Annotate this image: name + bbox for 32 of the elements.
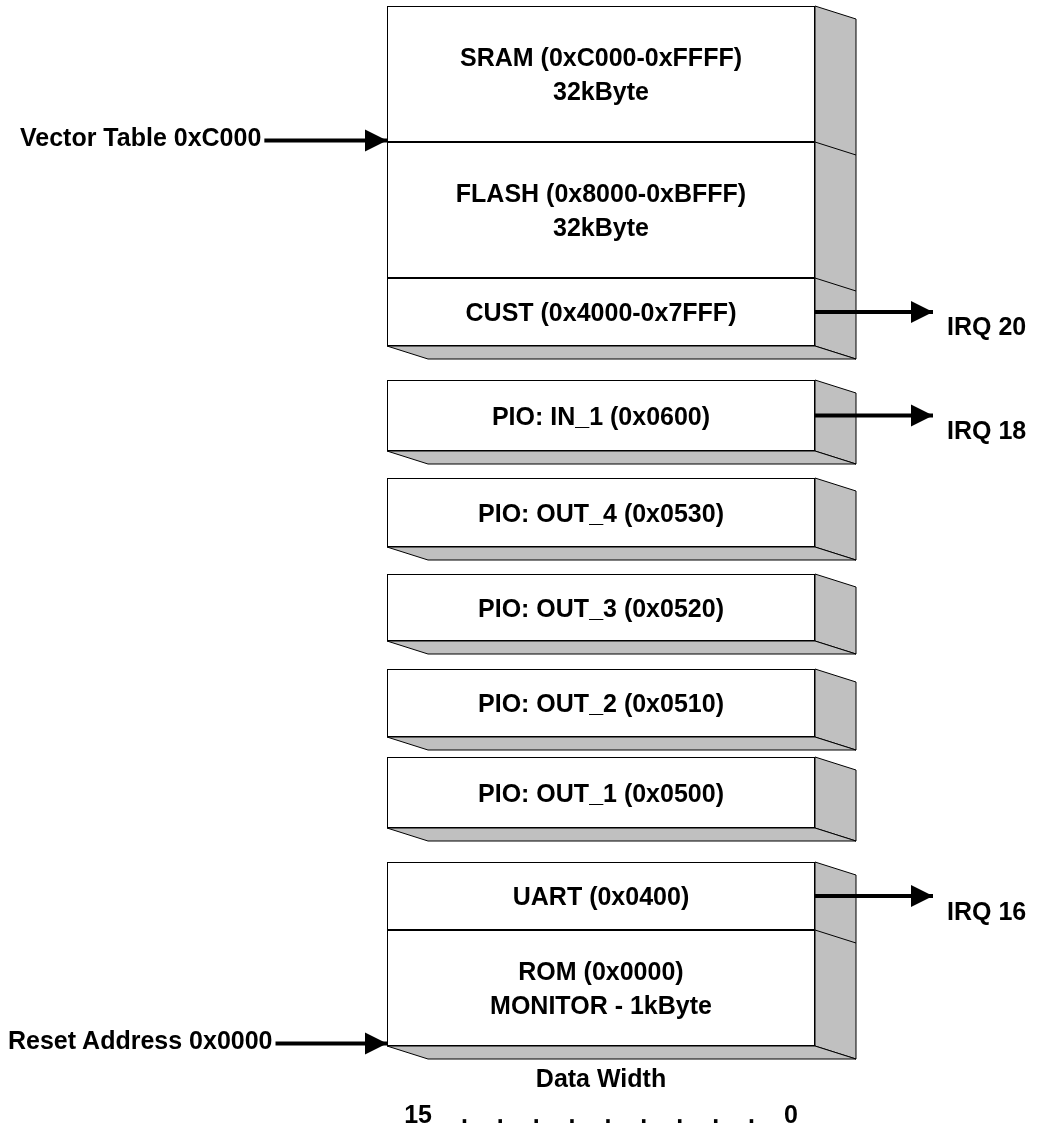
signal-label: IRQ 16 [947, 897, 1027, 926]
memory-block [387, 278, 815, 346]
block-label: MONITOR - 1kByte [490, 990, 712, 1021]
block-label: SRAM (0xC000-0xFFFF) [460, 42, 742, 73]
block-label: ROM (0x0000) [518, 956, 684, 987]
block-label: PIO: OUT_4 (0x0530) [478, 497, 724, 529]
signal-label: Vector Table 0xC000 [20, 123, 262, 152]
arrow [275, 1032, 387, 1055]
arrow [264, 129, 387, 152]
block-label: CUST (0x4000-0x7FFF) [465, 297, 737, 328]
memory-block [387, 862, 815, 930]
memory-block [387, 380, 815, 451]
bit-range-scale: 15 . . . . . . . . . 0 [404, 1100, 798, 1129]
memory-block [387, 669, 815, 737]
signal-label: Reset Address 0x0000 [8, 1026, 273, 1055]
memory-block [387, 930, 815, 1046]
block-label: 32kByte [553, 76, 649, 107]
memory-block [387, 478, 815, 547]
signal-label: IRQ 18 [947, 416, 1027, 445]
memory-block [387, 6, 815, 142]
block-label: PIO: IN_1 (0x0600) [491, 400, 711, 432]
memory-block [387, 574, 815, 641]
block-label: PIO: OUT_2 (0x0510) [478, 688, 724, 719]
block-label: FLASH (0x8000-0xBFFF) [455, 178, 747, 209]
signal-label: IRQ 20 [947, 312, 1027, 341]
memory-block [387, 757, 815, 828]
block-label: PIO: OUT_1 (0x0500) [478, 777, 724, 809]
memory-block [387, 142, 815, 278]
block-label: PIO: OUT_3 (0x0520) [478, 592, 724, 624]
axis-title: Data Width [535, 1064, 667, 1093]
block-label: UART (0x0400) [512, 881, 690, 912]
block-label: 32kByte [553, 212, 649, 243]
